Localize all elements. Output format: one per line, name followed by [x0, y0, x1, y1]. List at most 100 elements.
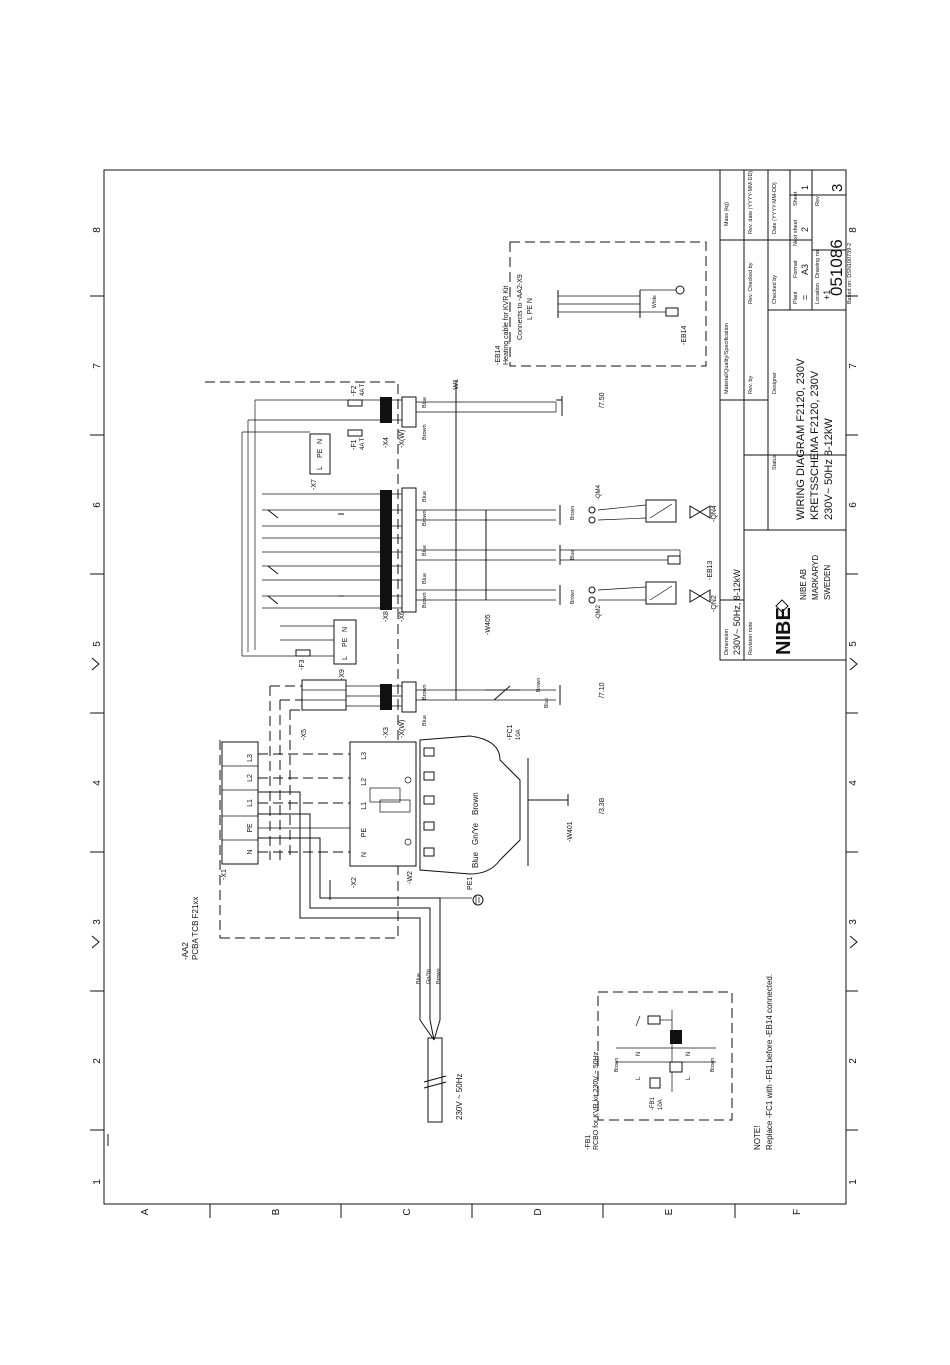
x2-n: N: [361, 852, 368, 857]
grid-col-2-right: 2: [848, 1058, 859, 1064]
tb-rev-checked-by: Rev. Checked by: [748, 262, 754, 304]
tb-based-on: Based on: DSN100739-2: [847, 243, 853, 304]
qn4-brown: Brown: [570, 506, 576, 520]
x6-tag: -X6: [399, 611, 406, 622]
f2-value: 4A T: [360, 383, 366, 396]
x9-pe: PE: [342, 637, 349, 647]
x2-l1: L1: [361, 802, 368, 810]
supply-blue: Blue: [416, 973, 422, 984]
tb-drawing-no-value: 051086: [827, 239, 846, 296]
title-block: Mass (kg) Material/Quality/Specification…: [719, 169, 853, 661]
rcbo-l-2: L: [686, 1076, 692, 1080]
tb-location-label: Location: [815, 283, 821, 304]
fc1-blue: Blue: [544, 698, 550, 708]
x2-l2: L2: [361, 778, 368, 786]
terminal-x3: -X3 -X(W): [380, 681, 417, 738]
rcbo-n-2: N: [686, 1052, 692, 1056]
nibe-logo-mark: [775, 599, 789, 613]
x4-tag: -X4: [383, 437, 390, 448]
nibe-logo-text: NIBE: [773, 607, 795, 655]
tb-status: Status: [772, 454, 778, 470]
f3-tag: -F3: [299, 659, 306, 670]
grid-col-2: 2: [92, 1058, 103, 1064]
qm4-tag: -QM4: [596, 484, 602, 500]
w1-tag: -W1: [453, 379, 460, 392]
tb-format-label: Format: [793, 260, 799, 278]
tb-drawing-no-label: Drawing no: [815, 250, 821, 278]
qn2-tag: -QN2: [711, 595, 718, 612]
note-title: NOTE!: [753, 1126, 762, 1150]
fc1-brown: Brown: [536, 678, 542, 692]
tb-date: Date (YYYY-MM-DD): [772, 182, 778, 234]
wire-x3-brown: Brown: [422, 684, 428, 700]
fb1-value: 10A: [658, 1099, 664, 1110]
fuse-f2: -F2 4A T: [347, 383, 366, 407]
rcbo-n-1: N: [636, 1052, 642, 1056]
immersion-heater: Brown Gn/Ye Blue -W401 /3.3B: [419, 735, 606, 875]
fuse-f1: -F1 4A T: [347, 429, 366, 450]
x1-l3: L3: [247, 754, 254, 762]
eb14-tag-2: -EB14: [681, 325, 688, 345]
terminal-x2: L3 L2 L1 PE N -X2: [349, 741, 417, 888]
tb-dimension-value: 230V~ 50Hz, 8-12kW: [732, 569, 742, 655]
valve-qn4: -QN4 -QM4 Brown: [570, 484, 718, 524]
wire-x4-blue: Blue: [422, 397, 428, 408]
grid-row-f: F: [792, 1209, 803, 1215]
nibe-logo: NIBE: [773, 599, 795, 655]
heater-brown: Brown: [471, 792, 480, 815]
grid-col-8: 8: [92, 227, 103, 233]
f1-value: 4A T: [360, 437, 366, 450]
x7-n: N: [317, 439, 324, 444]
x1-l1: L1: [247, 799, 254, 807]
x7-pe: PE: [317, 448, 324, 458]
x8-tag: -X8: [383, 611, 390, 622]
x9-l: L: [342, 656, 349, 660]
eb14-desc-2: Connects to -AA2-X9: [517, 274, 524, 340]
aa2-tag: -AA2: [181, 942, 190, 960]
rcbo-brown-2: Brown: [710, 1058, 716, 1072]
x1-pe: PE: [247, 823, 254, 833]
eb14-white-wire: White: [652, 295, 658, 308]
grid-row-c: C: [402, 1208, 413, 1215]
x3-tag: -X3: [383, 727, 390, 738]
tb-city: MARKARYD: [811, 555, 820, 600]
tb-sheet-label: Sheet: [793, 191, 799, 206]
terminal-x1: L3 L2 L1 PE N -X1: [221, 741, 259, 880]
wire-x3-blue: Blue: [422, 715, 428, 726]
supply-gnye: Gn/Ye: [426, 969, 432, 984]
fb1-tag-inner: -FB1: [650, 1096, 656, 1110]
w2-tag: -W2: [407, 871, 414, 884]
supply-cable: Blue Gn/Ye Brown 230V ~ 50Hz: [258, 791, 464, 1123]
tb-format-value: A3: [800, 264, 810, 275]
x7-l: L: [317, 466, 324, 470]
eb14-desc-1: Heating cable for KVR Kit: [503, 286, 510, 365]
tb-sheet-value: 1: [800, 185, 810, 190]
x9-n: N: [342, 627, 349, 632]
grid-col-3: 3: [92, 919, 103, 925]
xw-tag-1: -X(W): [399, 430, 406, 448]
supply-brown: Brown: [436, 968, 442, 984]
wire-x6-brown-1: Brown: [422, 510, 428, 526]
rcbo-desc: RCBO for KVR kit 230V ~ 50Hz: [593, 1051, 600, 1150]
w405-tag: -W405: [485, 614, 492, 635]
eb13-blue: Blue: [570, 550, 576, 560]
qm2-tag: -QM2: [596, 604, 602, 620]
grid-col-7: 7: [92, 363, 103, 369]
qn2-brown: Brown: [570, 590, 576, 604]
grid-col-3-right: 3: [848, 919, 859, 925]
grid-row-a: A: [140, 1208, 151, 1215]
tb-next-sheet-label: Next sheet: [793, 219, 799, 246]
wire-x6-brown-2: Brown: [422, 592, 428, 608]
fuse-f3: -F3: [295, 649, 311, 670]
x5-tag: -X5: [301, 729, 308, 740]
grid-row-e: E: [664, 1208, 675, 1215]
tb-location-value: +1: [822, 290, 832, 300]
valve-qn2: -QN2 -QM2 Brown: [570, 581, 718, 620]
rcbo-brown-1: Brown: [614, 1058, 620, 1072]
grid-col-6-right: 6: [848, 502, 859, 508]
earth-pe1: PE1: [330, 877, 484, 906]
terminal-x4: -X4 -X(W): [380, 396, 417, 448]
eb14-pins: L PE N: [527, 298, 534, 320]
x1-tag: -X1: [221, 869, 228, 880]
